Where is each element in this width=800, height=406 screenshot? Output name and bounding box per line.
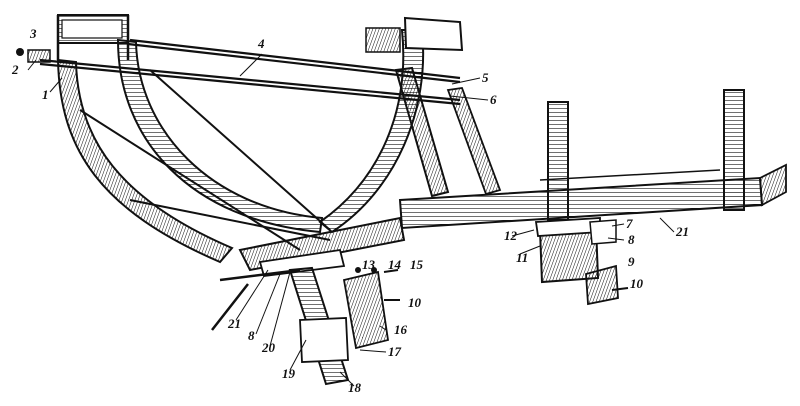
left-upright-post xyxy=(56,14,130,60)
callout-10a: 10 xyxy=(630,276,644,291)
callout-15: 15 xyxy=(410,257,424,272)
callout-7: 7 xyxy=(626,216,633,231)
callout-21b: 21 xyxy=(227,316,241,331)
plate-and-bolt xyxy=(585,264,629,306)
callout-20: 20 xyxy=(261,340,276,355)
callout-19: 19 xyxy=(282,366,296,381)
side-bracket xyxy=(342,267,400,350)
left-bracket-part xyxy=(16,48,51,63)
inner-curved-rib xyxy=(116,38,324,234)
callout-13: 13 xyxy=(362,257,376,272)
callout-9: 9 xyxy=(628,254,635,269)
callout-8b: 8 xyxy=(248,328,255,343)
callout-1: 1 xyxy=(42,87,49,102)
callout-16: 16 xyxy=(394,322,408,337)
callout-17: 17 xyxy=(388,344,402,359)
vertical-posts xyxy=(547,89,745,221)
callout-2: 2 xyxy=(11,62,19,77)
callout-10b: 10 xyxy=(408,295,422,310)
outer-curved-rib xyxy=(56,58,234,264)
callout-11: 11 xyxy=(516,250,528,265)
callout-5: 5 xyxy=(482,70,489,85)
callout-6: 6 xyxy=(490,92,497,107)
diagonal-braces xyxy=(79,69,331,251)
callout-21a: 21 xyxy=(675,224,689,239)
right-upright-tab xyxy=(365,16,464,53)
callout-4: 4 xyxy=(257,36,265,51)
longitudinal-beam xyxy=(398,163,787,230)
callout-3: 3 xyxy=(29,26,37,41)
callout-14: 14 xyxy=(388,257,402,272)
callout-8a: 8 xyxy=(628,232,635,247)
lower-hub xyxy=(238,216,406,277)
support-strut xyxy=(394,66,450,198)
callout-12: 12 xyxy=(504,228,518,243)
callouts: 1 2 3 4 5 6 7 8 9 10 11 12 21 13 14 15 1… xyxy=(11,26,689,395)
leader-lines xyxy=(27,53,675,387)
